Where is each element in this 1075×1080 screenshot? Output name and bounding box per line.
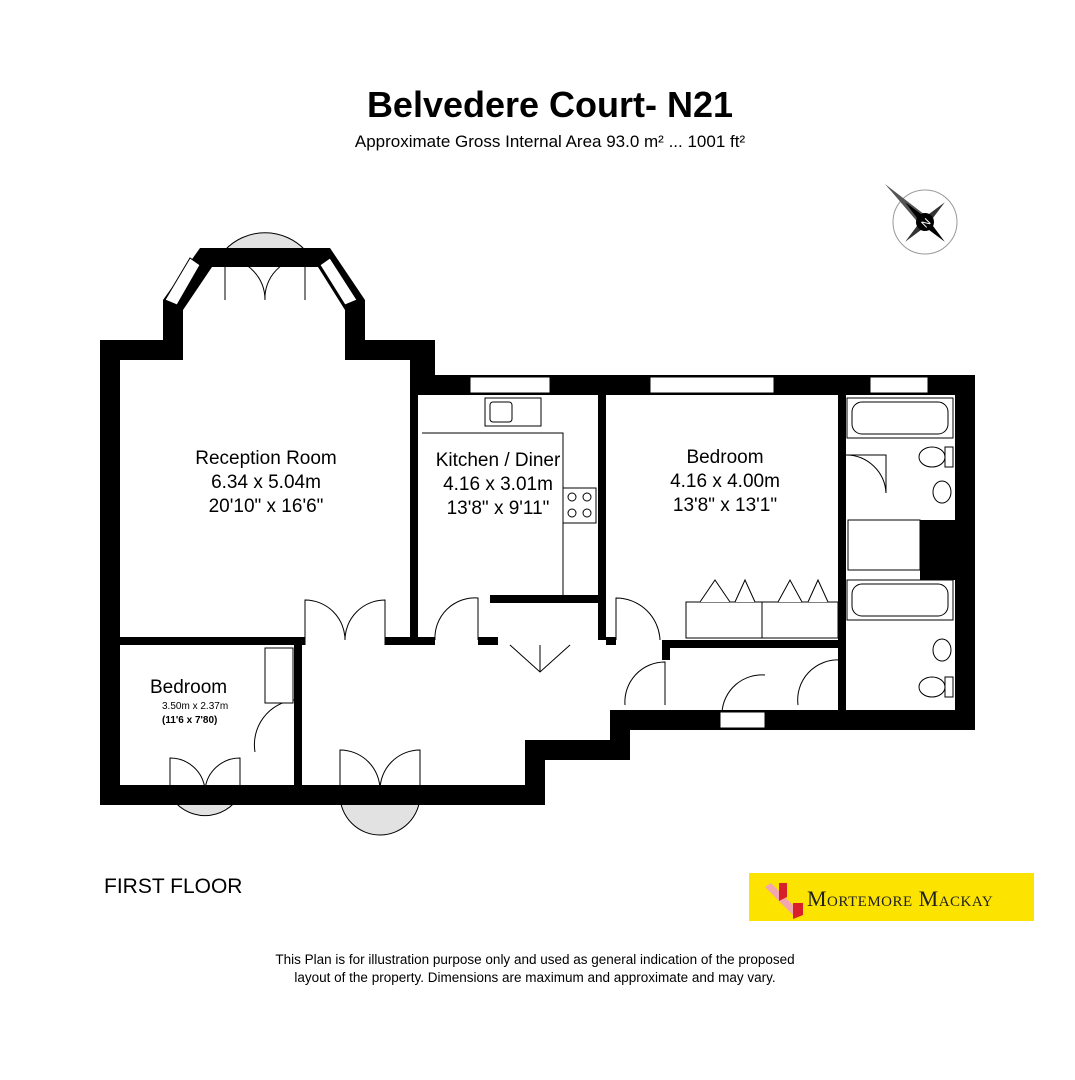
- room-metric: 3.50m x 2.37m: [162, 701, 229, 712]
- room-bedroom-2: Bedroom 3.50m x 2.37m (11'6 x 7'80): [150, 676, 270, 728]
- logo-mark-icon: [765, 883, 803, 919]
- fixtures: [264, 397, 954, 704]
- doors: [169, 257, 887, 791]
- floor-label: FIRST FLOOR: [104, 875, 243, 898]
- disclaimer: This Plan is for illustration purpose on…: [0, 951, 1070, 987]
- bay-window: [223, 232, 307, 251]
- logo-text: Mortemore Mackay: [807, 886, 994, 911]
- room-imperial: 13'8" x 9'11": [446, 498, 550, 519]
- room-metric: 6.34 x 5.04m: [211, 472, 321, 493]
- room-name: Bedroom: [686, 447, 764, 468]
- room-metric: 4.16 x 3.01m: [443, 474, 553, 495]
- area-subtitle: Approximate Gross Internal Area 93.0 m² …: [354, 132, 746, 151]
- room-name: Bedroom: [150, 677, 228, 698]
- room-metric: 4.16 x 4.00m: [670, 471, 780, 492]
- room-imperial: (11'6 x 7'80): [162, 715, 218, 726]
- room-imperial: 13'8" x 13'1": [672, 495, 778, 516]
- room-imperial: 20'10" x 16'6": [208, 496, 324, 517]
- compass-north-icon: N: [885, 184, 958, 255]
- disclaimer-line: layout of the property. Dimensions are m…: [294, 970, 776, 985]
- interior-walls: [120, 360, 955, 785]
- disclaimer-line: This Plan is for illustration purpose on…: [275, 952, 795, 967]
- room-kitchen: Kitchen / Diner 4.16 x 3.01m 13'8" x 9'1…: [418, 449, 578, 521]
- agency-logo: Mortemore Mackay: [749, 873, 1034, 921]
- windows: [164, 257, 929, 729]
- room-name: Kitchen / Diner: [435, 450, 561, 471]
- room-bedroom-1: Bedroom 4.16 x 4.00m 13'8" x 13'1": [625, 446, 825, 518]
- room-reception: Reception Room 6.34 x 5.04m 20'10" x 16'…: [166, 447, 366, 519]
- page-title: Belvedere Court- N21: [366, 84, 734, 125]
- room-name: Reception Room: [195, 448, 337, 469]
